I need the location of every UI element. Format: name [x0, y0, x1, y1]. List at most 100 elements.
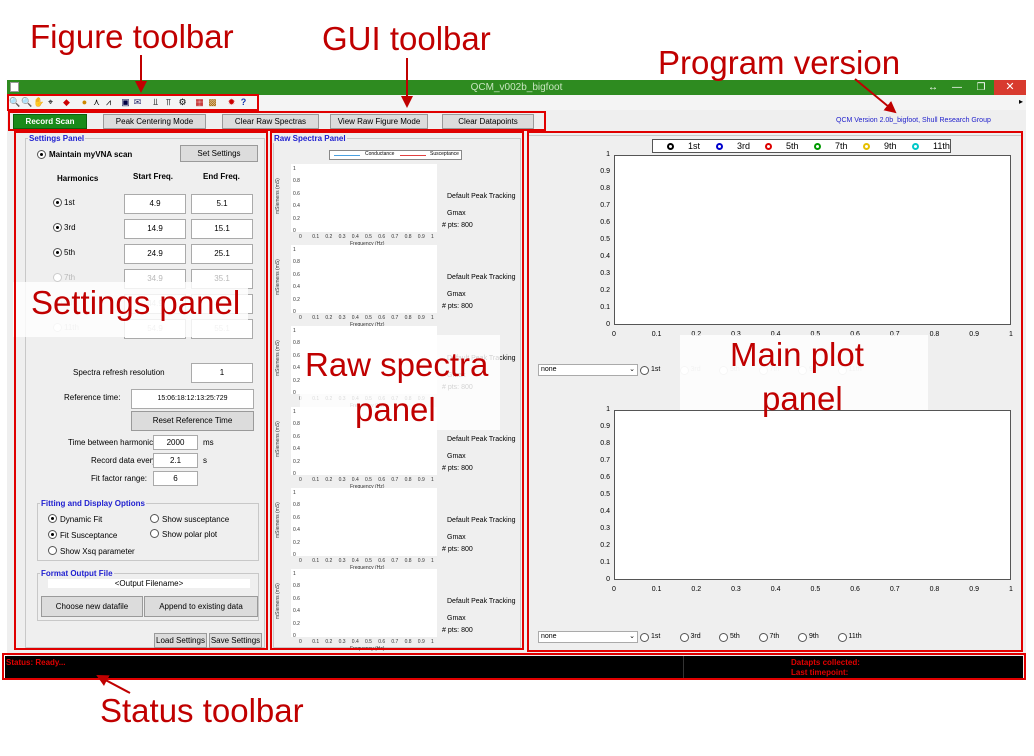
raw-xtick: 0.3 — [338, 639, 346, 645]
toolbar-overflow-icon[interactable]: ▸ — [1019, 97, 1024, 106]
pan-icon[interactable]: ✋ — [33, 97, 45, 107]
plot-harmonic-label: 7th — [769, 633, 780, 640]
main-ytick: 0.5 — [600, 236, 610, 243]
dynamic-fit-label: Dynamic Fit — [60, 515, 103, 524]
show-xsq-label: Show Xsq parameter — [60, 547, 135, 556]
main-ytick: 0.3 — [600, 525, 610, 532]
set-settings-button[interactable]: Set Settings — [180, 145, 258, 162]
peak-centering-button[interactable]: Peak Centering Mode — [103, 114, 206, 129]
append-data-button[interactable]: Append to existing data — [144, 596, 258, 617]
plot-harmonic-radio-1st[interactable] — [640, 633, 649, 642]
start-freq-field[interactable]: 4.9 — [124, 194, 186, 214]
raw-xtick: 0.9 — [417, 639, 425, 645]
raw-ytick: 1 — [293, 246, 296, 253]
harmonic-radio-1st[interactable] — [53, 198, 62, 207]
settings-icon[interactable]: ⚙ — [178, 97, 187, 107]
plot-harmonic-radio-11th[interactable] — [837, 633, 847, 642]
main-ytick: 0 — [606, 321, 610, 328]
close-button[interactable]: ✕ — [994, 80, 1026, 95]
end-freq-field[interactable]: 15.1 — [191, 219, 253, 239]
clear-raw-spectras-button[interactable]: Clear Raw Spectras — [222, 114, 319, 129]
raw-ytick: 0 — [293, 390, 296, 396]
plot-harmonic-radio-7th[interactable] — [758, 633, 768, 642]
colorbar-icon[interactable]: ⫫ — [152, 97, 159, 107]
raw-xtick: 0.2 — [325, 477, 333, 483]
record-every-field[interactable]: 2.1 — [153, 453, 198, 468]
raw-spectrum-plot — [291, 164, 437, 232]
help-icon[interactable]: ? — [240, 97, 247, 107]
zoom-in-icon[interactable]: 🔍 — [9, 97, 21, 107]
refresh-resolution-label: Spectra refresh resolution — [73, 368, 165, 377]
load-settings-button[interactable]: Load Settings — [154, 633, 207, 648]
plot-harmonic-radio-9th[interactable] — [798, 633, 807, 642]
plot-harmonic-label: 5th — [730, 633, 740, 640]
window-title: QCM_v002b_bigfoot — [470, 82, 563, 93]
refresh-resolution-field[interactable]: 1 — [191, 363, 253, 383]
plot-harmonic-radio-1st[interactable] — [640, 366, 649, 375]
clear-datapoints-button[interactable]: Clear Datapoints — [442, 114, 534, 129]
end-freq-header: End Freq. — [203, 172, 240, 181]
harmonics-header: Harmonics — [57, 174, 99, 183]
start-freq-header: Start Freq. — [133, 172, 174, 181]
raw-ytick: 1 — [293, 408, 296, 415]
print-icon[interactable]: ✉ — [133, 97, 142, 107]
harmonic-radio-5th[interactable] — [53, 248, 62, 257]
record-scan-button[interactable]: Record Scan — [13, 114, 87, 129]
main-ytick: 0.1 — [600, 559, 610, 566]
last-timepoint: Last timepoint: — [791, 668, 849, 677]
harmonic-radio-7th[interactable] — [53, 273, 62, 282]
raw-xtick: 1 — [431, 639, 434, 645]
main-plot-highlight — [527, 131, 1023, 652]
rotate-icon[interactable]: ◆ — [63, 97, 70, 107]
plot-harmonic-radio-3rd[interactable] — [679, 633, 689, 642]
points-label: # pts: 800 — [442, 222, 473, 229]
view-raw-figure-button[interactable]: View Raw Figure Mode — [330, 114, 428, 129]
dropdown-value: none — [541, 633, 557, 640]
start-freq-field[interactable]: 24.9 — [124, 244, 186, 264]
link-icon[interactable]: ⋏ — [93, 97, 100, 107]
time-between-field[interactable]: 2000 — [153, 435, 198, 450]
gmax-label: Gmax — [447, 453, 466, 460]
start-freq-field[interactable]: 14.9 — [124, 219, 186, 239]
zoom-out-icon[interactable]: 🔍 — [21, 97, 33, 107]
harmonic-radio-3rd[interactable] — [53, 223, 62, 232]
minimize-button[interactable]: — — [952, 82, 962, 93]
end-freq-field[interactable]: 5.1 — [191, 194, 253, 214]
show-xsq-radio[interactable] — [48, 546, 57, 555]
raw-xtick: 0.2 — [325, 234, 333, 240]
plot-harmonic-label: 3rd — [690, 633, 701, 640]
raw-xlabel: Frequency (Hz) — [350, 484, 385, 490]
end-freq-field[interactable]: 25.1 — [191, 244, 253, 264]
status-toolbar: Status: Ready... Datapts collected: Last… — [5, 656, 1023, 678]
legend-icon[interactable]: ⫪ — [165, 97, 172, 107]
brush-icon[interactable]: ● — [81, 97, 88, 107]
legend-marker-1st — [667, 143, 674, 150]
main-plot-annotation-1: Main plot — [730, 336, 864, 373]
insert-icon[interactable]: ⩘ — [105, 97, 112, 107]
raw-xtick: 0.5 — [365, 639, 372, 645]
fit-factor-field[interactable]: 6 — [153, 471, 198, 486]
raw-spectra-highlight — [270, 131, 524, 650]
debug-icon[interactable]: ✹ — [227, 97, 236, 107]
plot-harmonic-radio-5th[interactable] — [719, 633, 728, 642]
fit-susceptance-radio[interactable] — [48, 530, 57, 539]
reset-reference-button[interactable]: Reset Reference Time — [131, 411, 254, 431]
save-figure-icon[interactable]: ▣ — [121, 97, 130, 107]
datacursor-icon[interactable]: ⌖ — [47, 97, 54, 107]
main-ytick: 0.6 — [600, 474, 610, 481]
reference-time-field[interactable]: 15:06:18:12:13:25:729 — [131, 389, 254, 409]
plot-select-dropdown[interactable]: none⌄ — [538, 631, 638, 643]
dynamic-fit-radio[interactable] — [48, 514, 57, 523]
save-settings-button[interactable]: Save Settings — [209, 633, 262, 648]
maximize-button[interactable]: ❐ — [976, 82, 986, 93]
resize-icon[interactable]: ↔ — [928, 82, 938, 93]
figure-icon[interactable]: ▦ — [195, 97, 204, 107]
format-output-title: Format Output File — [40, 569, 114, 578]
show-susceptance-radio[interactable] — [150, 514, 159, 523]
plot-select-dropdown[interactable]: none⌄ — [538, 364, 638, 376]
grid-icon[interactable]: ▩ — [208, 97, 217, 107]
show-polar-radio[interactable] — [150, 529, 159, 538]
maintain-scan-radio[interactable] — [37, 150, 46, 159]
choose-datafile-button[interactable]: Choose new datafile — [41, 596, 143, 617]
